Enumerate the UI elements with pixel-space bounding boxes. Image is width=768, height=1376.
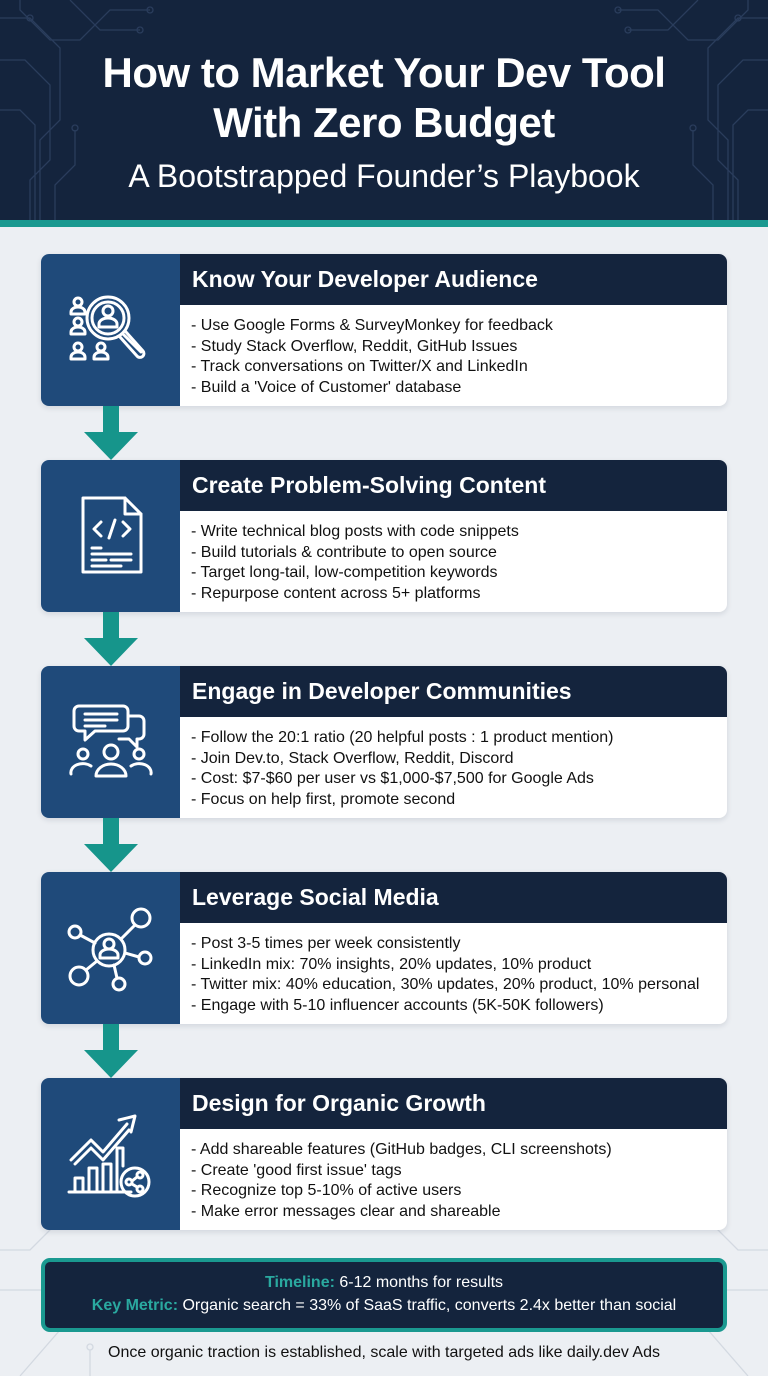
timeline-label: Timeline:	[264, 1274, 335, 1291]
social-network-icon	[67, 907, 152, 992]
bullet-item: - Repurpose content across 5+ platforms	[191, 584, 481, 602]
step-title: Design for Organic Growth	[180, 1078, 727, 1129]
bullet-item: - Engage with 5-10 influencer accounts (…	[191, 996, 604, 1014]
bullet-item: - Make error messages clear and shareabl…	[191, 1202, 501, 1220]
bullet-item: - Study Stack Overflow, Reddit, GitHub I…	[191, 337, 518, 355]
footer-note: Once organic traction is established, sc…	[108, 1344, 660, 1361]
step-title: Create Problem-Solving Content	[180, 460, 727, 511]
icon-panel	[41, 254, 180, 406]
bullet-item: - Target long-tail, low-competition keyw…	[191, 564, 498, 581]
page-title: How to Market Your Dev Tool With Zero Bu…	[0, 48, 768, 148]
step-card-communities: Engage in Developer Communities - Follow…	[41, 666, 727, 818]
bullet-item: - Recognize top 5-10% of active users	[191, 1182, 462, 1199]
icon-panel	[41, 1078, 180, 1230]
step-bullet-list: - Write technical blog posts with code s…	[180, 511, 727, 612]
key-metric-value: Organic search = 33% of SaaS traffic, co…	[178, 1297, 677, 1314]
key-metric-label: Key Metric:	[91, 1297, 179, 1314]
step-title: Know Your Developer Audience	[180, 254, 727, 305]
down-arrow-icon	[84, 406, 138, 460]
bullet-item: - Focus on help first, promote second	[191, 790, 456, 808]
bullet-item: - Follow the 20:1 ratio (20 helpful post…	[191, 729, 614, 746]
title-line-2: With Zero Budget	[213, 99, 555, 146]
step-bullet-list: - Post 3-5 times per week consistently -…	[180, 923, 727, 1024]
bullet-item: - Join Dev.to, Stack Overflow, Reddit, D…	[191, 749, 514, 767]
step-card-organic-growth: Design for Organic Growth - Add shareabl…	[41, 1078, 727, 1230]
icon-panel	[41, 460, 180, 612]
step-bullet-list: - Follow the 20:1 ratio (20 helpful post…	[180, 717, 727, 818]
timeline-line: Timeline: 6-12 months for results	[45, 1271, 723, 1294]
bullet-item: - Write technical blog posts with code s…	[191, 523, 519, 540]
bullet-item: - LinkedIn mix: 70% insights, 20% update…	[191, 955, 592, 973]
code-document-icon	[81, 496, 142, 574]
community-chat-icon	[68, 704, 153, 778]
header-divider	[0, 220, 768, 227]
icon-panel	[41, 666, 180, 818]
down-arrow-icon	[84, 612, 138, 666]
down-arrow-icon	[84, 1024, 138, 1078]
bullet-item: - Track conversations on Twitter/X and L…	[191, 358, 528, 375]
bullet-item: - Build tutorials & contribute to open s…	[191, 543, 497, 561]
bullet-item: - Twitter mix: 40% education, 30% update…	[191, 976, 700, 993]
step-bullet-list: - Add shareable features (GitHub badges,…	[180, 1129, 727, 1230]
bullet-item: - Use Google Forms & SurveyMonkey for fe…	[191, 317, 553, 334]
circuit-pattern-decoration	[0, 0, 768, 220]
bullet-item: - Create 'good first issue' tags	[191, 1161, 402, 1179]
page-subtitle: A Bootstrapped Founder’s Playbook	[128, 158, 640, 194]
step-title: Leverage Social Media	[180, 872, 727, 923]
header-banner: How to Market Your Dev Tool With Zero Bu…	[0, 0, 768, 220]
timeline-value: 6-12 months for results	[334, 1274, 504, 1291]
step-bullet-list: - Use Google Forms & SurveyMonkey for fe…	[180, 305, 727, 406]
down-arrow-icon	[84, 818, 138, 872]
bullet-item: - Cost: $7-$60 per user vs $1,000-$7,500…	[191, 770, 594, 787]
step-card-audience: Know Your Developer Audience - Use Googl…	[41, 254, 727, 406]
bullet-item: - Post 3-5 times per week consistently	[191, 935, 461, 952]
summary-box: Timeline: 6-12 months for results Key Me…	[41, 1258, 727, 1332]
title-line-1: How to Market Your Dev Tool	[102, 49, 666, 96]
icon-panel	[41, 872, 180, 1024]
step-card-social: Leverage Social Media - Post 3-5 times p…	[41, 872, 727, 1024]
audience-search-icon	[69, 295, 145, 361]
bullet-item: - Add shareable features (GitHub badges,…	[191, 1141, 612, 1158]
step-title: Engage in Developer Communities	[180, 666, 727, 717]
growth-chart-share-icon	[67, 1114, 150, 1198]
key-metric-line: Key Metric: Organic search = 33% of SaaS…	[45, 1294, 723, 1317]
bullet-item: - Build a 'Voice of Customer' database	[191, 378, 462, 396]
step-card-content: Create Problem-Solving Content - Write t…	[41, 460, 727, 612]
